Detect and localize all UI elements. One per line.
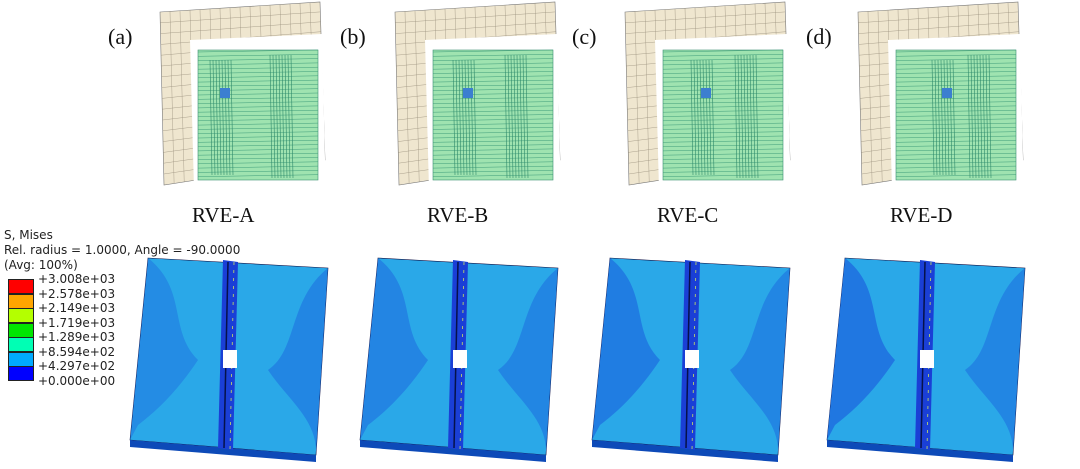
rve-label: RVE-D <box>890 203 953 227</box>
panel-tag: (a) <box>108 24 133 49</box>
legend-swatch <box>8 293 34 309</box>
legend-value: +2.149e+03 <box>38 301 116 315</box>
legend-subtitle: Rel. radius = 1.0000, Angle = -90.0000 <box>4 243 241 257</box>
legend-value: +1.289e+03 <box>38 330 116 344</box>
rve-model-3 <box>615 0 795 205</box>
panel-tag: (d) <box>806 24 832 49</box>
legend-swatch <box>8 351 34 367</box>
rve-label: RVE-A <box>192 203 255 227</box>
legend-swatch <box>8 366 34 381</box>
legend-value: +4.297e+02 <box>38 359 116 373</box>
legend-value: +1.719e+03 <box>38 315 116 330</box>
legend-value: +8.594e+02 <box>38 344 116 359</box>
mises-contour-2 <box>358 250 563 465</box>
legend-value: +3.008e+03 <box>38 272 116 286</box>
rve-model-1 <box>150 0 330 205</box>
rve-label: RVE-B <box>427 203 489 227</box>
legend-title: S, Mises <box>4 228 53 242</box>
rve-model-2 <box>385 0 565 205</box>
mises-contour-4 <box>825 250 1030 465</box>
legend-avg: (Avg: 100%) <box>4 258 78 272</box>
legend-swatch <box>8 308 34 323</box>
mises-contour-3 <box>590 250 795 465</box>
panel-tag: (c) <box>572 24 597 49</box>
stress-legend: S, Mises Rel. radius = 1.0000, Angle = -… <box>4 228 240 403</box>
mises-contour-1 <box>128 250 333 465</box>
rve-label: RVE-C <box>657 203 719 227</box>
legend-swatch <box>8 337 34 352</box>
rve-model-4 <box>848 0 1028 205</box>
legend-value: +0.000e+00 <box>38 373 116 388</box>
legend-swatch <box>8 322 34 338</box>
legend-value: +2.578e+03 <box>38 286 116 301</box>
legend-swatch <box>8 279 34 294</box>
panel-tag: (b) <box>340 24 366 49</box>
